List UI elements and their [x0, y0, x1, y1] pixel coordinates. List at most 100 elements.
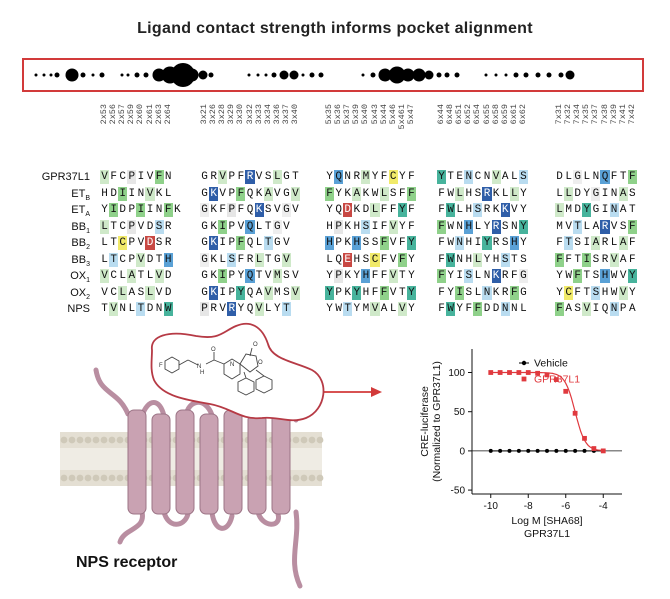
svg-text:N: N [197, 364, 201, 370]
gpr37l1-point [507, 370, 512, 375]
receptor-name: OX1 [28, 269, 90, 288]
residue: A [128, 286, 136, 299]
receptor-subscript: 3 [86, 260, 90, 268]
residue: S [474, 187, 482, 200]
residue: Y [482, 236, 492, 250]
contact-dot [54, 72, 60, 78]
lipid-head [292, 474, 300, 482]
contact-dot [34, 73, 38, 77]
lipid-head [156, 436, 164, 444]
residue: S [574, 303, 582, 315]
residue: G [591, 186, 601, 201]
residue: S [574, 237, 582, 249]
residue: H [465, 237, 473, 249]
residue: D [362, 204, 370, 216]
helix [223, 409, 243, 515]
residue: Q [246, 286, 254, 299]
vehicle-point [516, 448, 521, 453]
residue: R [601, 237, 609, 249]
residue: V [100, 269, 110, 283]
residue: S [500, 252, 510, 267]
residue: V [510, 204, 518, 216]
residue: T [447, 171, 454, 183]
lipid-head [268, 436, 276, 444]
lipid-head [196, 436, 204, 444]
receptor-label: NPS receptor [76, 554, 178, 571]
residue: Q [246, 204, 254, 216]
residue: V [281, 252, 291, 267]
residue: F [406, 186, 416, 201]
residue: V [273, 187, 281, 200]
helix [175, 409, 195, 515]
residue: F [555, 302, 565, 316]
residue: A [352, 186, 362, 201]
residue: N [155, 204, 163, 216]
residue: V [273, 204, 281, 216]
residue: F [397, 252, 407, 267]
lipid-head [68, 436, 76, 444]
vehicle-point [507, 448, 512, 453]
residue: Y [398, 171, 406, 183]
lipid-head [284, 474, 292, 482]
lipid-head [188, 436, 196, 444]
residue: G [573, 170, 583, 184]
residue: D [574, 187, 582, 200]
lipid-head [92, 474, 100, 482]
residue: L [219, 253, 227, 266]
arrow-head [371, 387, 382, 397]
residue: V [618, 285, 628, 300]
residue: Y [582, 203, 592, 217]
residue: W [610, 270, 618, 282]
contact-dot [309, 72, 315, 78]
contact-dot [546, 72, 552, 78]
residue: P [228, 270, 236, 282]
residue: F [627, 170, 637, 184]
receptor-name: ETB [28, 187, 90, 206]
lipid-head [260, 436, 268, 444]
residue: R [491, 219, 501, 234]
residue: G [201, 237, 208, 249]
lipid-head [164, 436, 172, 444]
lipid-head [156, 474, 164, 482]
residue: I [371, 220, 379, 233]
y-axis-label-2: (Normalized to GPR37L1) [431, 361, 443, 482]
residue: K [255, 187, 263, 200]
residue: N [155, 303, 163, 315]
residue: P [228, 237, 236, 249]
residue: Q [334, 170, 344, 184]
residue: N [344, 171, 352, 183]
residue: H [163, 252, 173, 267]
residue: I [601, 187, 609, 200]
residue: R [164, 237, 172, 249]
residue: L [501, 187, 509, 200]
residue: V [219, 303, 227, 315]
residue: V [292, 270, 299, 282]
residue: P [127, 170, 137, 184]
residue: F [110, 171, 117, 183]
lipid-head [300, 474, 308, 482]
residue: G [592, 204, 600, 216]
residue: R [601, 253, 609, 266]
residue: R [245, 170, 255, 184]
residue: F [219, 204, 227, 216]
lipid-head [212, 436, 220, 444]
residue: R [492, 237, 500, 249]
residue: T [110, 220, 117, 233]
residue: L [101, 237, 108, 249]
lipid-head [108, 436, 116, 444]
residue: V [263, 285, 273, 300]
residue: T [574, 253, 582, 266]
residue: W [447, 237, 454, 249]
residue: N [482, 285, 492, 300]
residue: M [272, 269, 282, 283]
receptor-name: BB3 [28, 253, 90, 272]
receptor-name-text: BB [71, 237, 87, 249]
